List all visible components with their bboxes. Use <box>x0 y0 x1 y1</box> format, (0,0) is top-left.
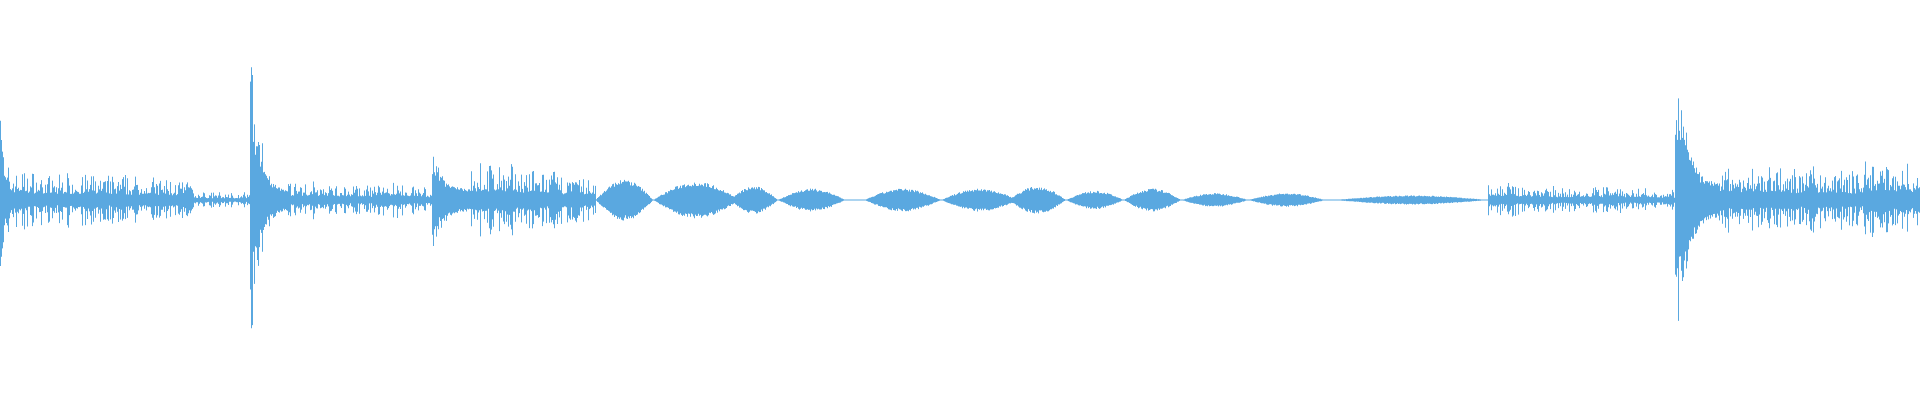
waveform-amplitude-path <box>0 67 1920 329</box>
waveform-signal <box>0 67 1920 329</box>
